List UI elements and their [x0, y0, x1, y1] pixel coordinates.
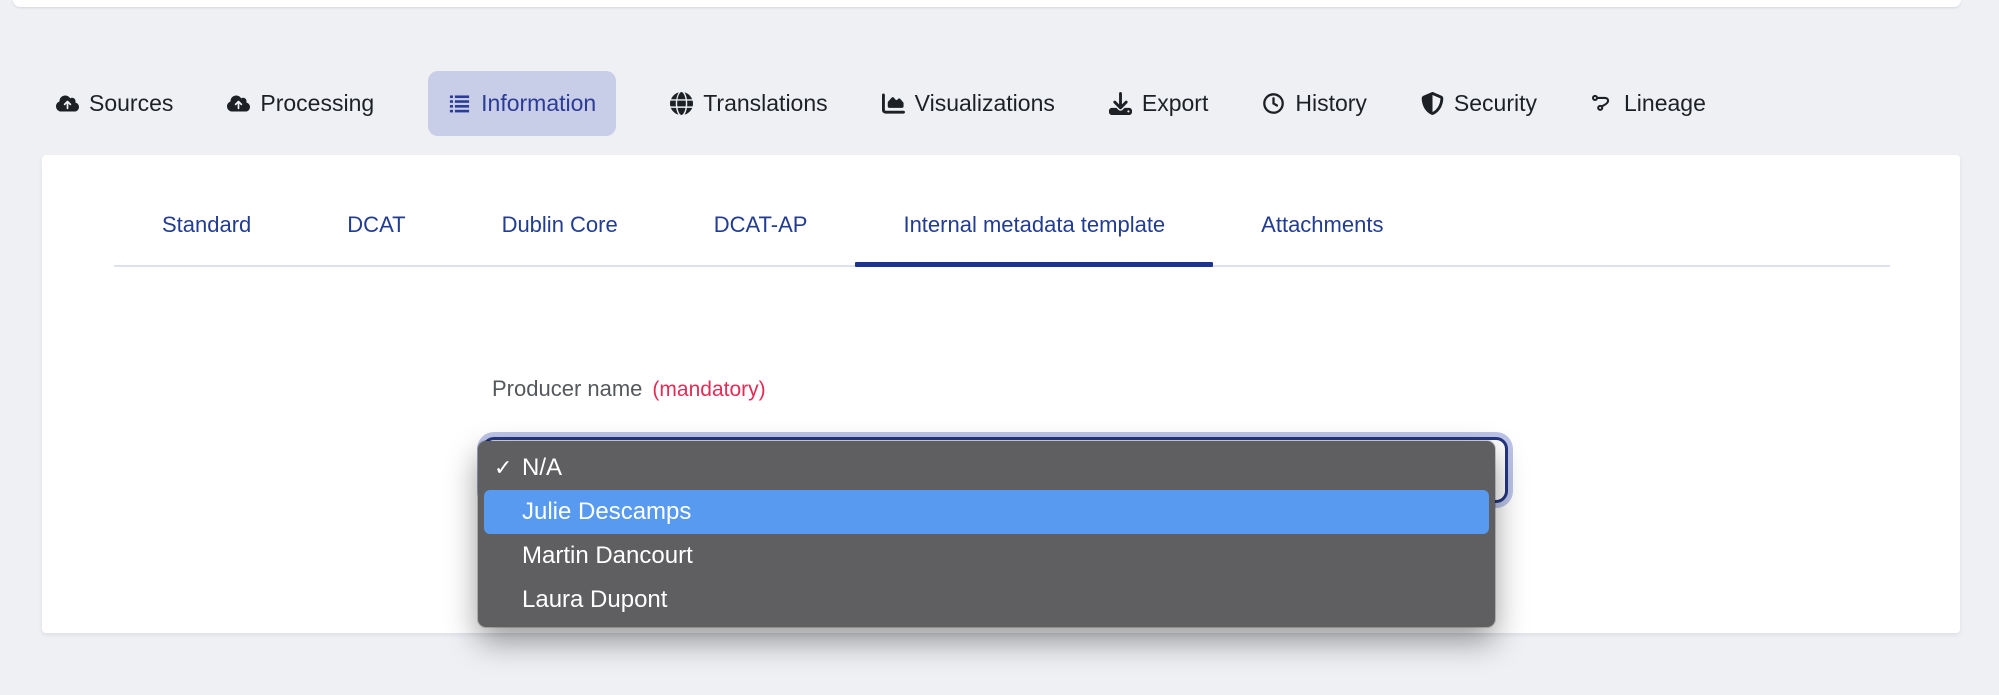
nav-item-label: Translations	[703, 89, 828, 116]
nav-item-label: Processing	[260, 89, 375, 116]
cloud-upload-icon	[227, 92, 251, 115]
nav-item-label: Information	[481, 89, 597, 116]
tab-dcat-ap[interactable]: DCAT-AP	[713, 212, 808, 237]
nav-item-translations[interactable]: Translations	[670, 89, 828, 117]
top-card-edge	[13, 0, 1961, 7]
nav-item-label: Security	[1453, 89, 1538, 116]
nav-item-label: Export	[1141, 89, 1209, 116]
tab-dcat[interactable]: DCAT	[347, 212, 406, 237]
check-icon: ✓	[494, 455, 513, 480]
option-label: Laura Dupont	[522, 586, 668, 613]
download-icon	[1108, 91, 1132, 115]
nav-item-label: Visualizations	[914, 89, 1055, 116]
tab-internal-metadata-template[interactable]: Internal metadata template	[855, 185, 1213, 267]
option-label: N/A	[522, 454, 563, 481]
nav-item-visualizations[interactable]: Visualizations	[881, 89, 1055, 117]
globe-icon	[670, 91, 694, 115]
nav-item-export[interactable]: Export	[1108, 89, 1209, 117]
main-nav: Sources Processing Information Translati…	[56, 70, 1706, 136]
field-label-text: Producer name	[492, 376, 643, 401]
producer-name-label: Producer name (mandatory)	[492, 376, 766, 402]
nav-item-label: Sources	[89, 89, 174, 116]
tab-dublin-core[interactable]: Dublin Core	[501, 212, 618, 237]
dropdown-option-julie-descamps[interactable]: Julie Descamps	[484, 490, 1489, 534]
nav-item-label: Lineage	[1624, 89, 1706, 116]
tab-attachments[interactable]: Attachments	[1261, 212, 1384, 237]
nav-item-lineage[interactable]: Lineage	[1591, 90, 1706, 117]
tab-standard[interactable]: Standard	[162, 212, 252, 237]
producer-name-dropdown: ✓ N/A Julie Descamps Martin Dancourt Lau…	[478, 441, 1495, 627]
metadata-tabs: Standard DCAT Dublin Core DCAT-AP Intern…	[114, 185, 1890, 267]
lineage-icon	[1591, 92, 1614, 115]
option-label: Julie Descamps	[522, 498, 692, 525]
nav-item-security[interactable]: Security	[1421, 90, 1537, 117]
list-icon	[448, 92, 471, 115]
nav-item-history[interactable]: History	[1262, 90, 1367, 117]
nav-item-information[interactable]: Information	[428, 70, 617, 136]
dropdown-option-laura-dupont[interactable]: Laura Dupont	[484, 578, 1489, 622]
dropdown-option-na[interactable]: ✓ N/A	[484, 446, 1489, 490]
clock-icon	[1262, 92, 1285, 115]
nav-item-label: History	[1295, 89, 1367, 116]
mandatory-note: (mandatory)	[652, 378, 766, 401]
area-chart-icon	[881, 92, 905, 115]
cloud-upload-icon	[56, 92, 79, 115]
nav-item-processing[interactable]: Processing	[227, 90, 374, 117]
shield-icon	[1421, 91, 1444, 115]
nav-item-sources[interactable]: Sources	[56, 90, 173, 117]
option-label: Martin Dancourt	[522, 542, 693, 569]
dropdown-option-martin-dancourt[interactable]: Martin Dancourt	[484, 534, 1489, 578]
content-card: Standard DCAT Dublin Core DCAT-AP Intern…	[42, 155, 1960, 633]
